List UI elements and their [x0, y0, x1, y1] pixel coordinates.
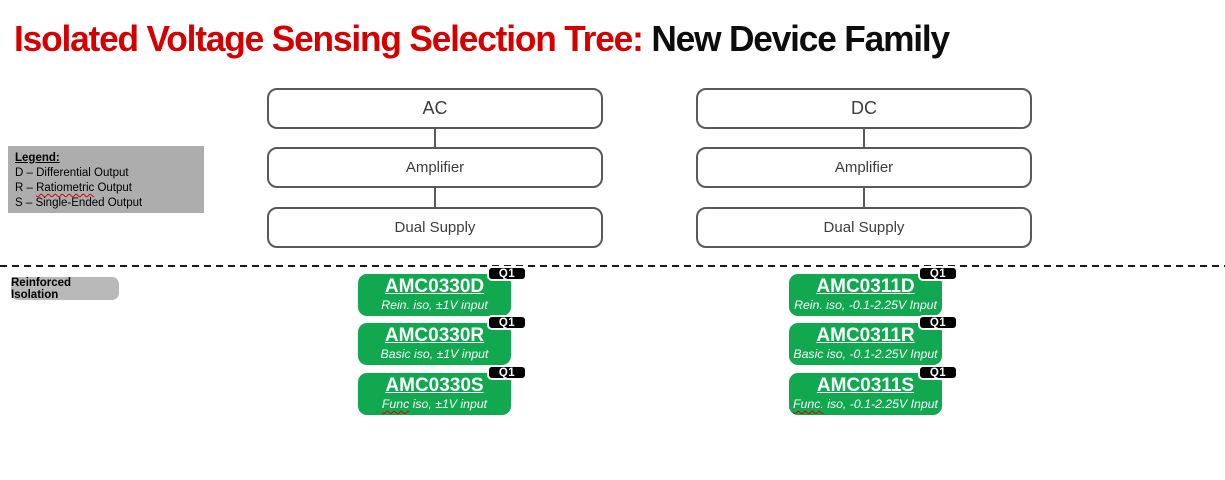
- reinforced-isolation-label: Reinforced Isolation: [11, 277, 119, 301]
- device-box: Q1 AMC0311S Func. iso, -0.1-2.25V Input: [789, 365, 958, 415]
- connector-line: [434, 188, 436, 207]
- flow-box-dc-dual-supply: Dual Supply: [696, 207, 1032, 248]
- device-box: Q1 AMC0330S Func iso, ±1V input: [358, 365, 527, 415]
- device-box: Q1 AMC0330R Basic iso, ±1V input: [358, 315, 527, 365]
- legend-item-differential: D – Differential Output: [15, 167, 129, 179]
- q1-badge: Q1: [918, 266, 958, 281]
- device-subtitle: Rein. iso, -0.1-2.25V Input: [794, 298, 937, 312]
- device-link-amc0330r[interactable]: AMC0330R: [384, 325, 485, 346]
- device-link-amc0330d[interactable]: AMC0330D: [384, 276, 485, 297]
- device-subtitle: Basic iso, -0.1-2.25V Input: [793, 347, 938, 361]
- connector-line: [863, 129, 865, 147]
- device-subtitle: Basic iso, ±1V input: [380, 347, 489, 361]
- legend-box: Legend: D – Differential Output R – Rati…: [8, 146, 204, 213]
- q1-badge: Q1: [487, 266, 527, 281]
- flow-box-ac-amplifier: Amplifier: [267, 147, 603, 188]
- reinforced-isolation-divider: [0, 265, 1225, 267]
- q1-badge: Q1: [918, 315, 958, 330]
- device-link-amc0311s[interactable]: AMC0311S: [816, 375, 915, 396]
- page-title-black: New Device Family: [651, 18, 950, 59]
- device-subtitle: Func iso, ±1V input: [381, 397, 488, 411]
- flow-box-ac-dual-supply: Dual Supply: [267, 207, 603, 248]
- legend-item-ratiometric: R – Ratiometric Output: [15, 182, 132, 194]
- device-box: Q1 AMC0330D Rein. iso, ±1V input: [358, 266, 527, 316]
- device-link-amc0330s[interactable]: AMC0330S: [385, 375, 484, 396]
- legend-item-single-ended: S – Single-Ended Output: [15, 197, 143, 209]
- connector-line: [434, 129, 436, 147]
- q1-badge: Q1: [487, 365, 527, 380]
- flow-box-ac: AC: [267, 88, 603, 129]
- q1-badge: Q1: [487, 315, 527, 330]
- connector-line: [863, 188, 865, 207]
- device-box: Q1 AMC0311R Basic iso, -0.1-2.25V Input: [789, 315, 958, 365]
- device-link-amc0311d[interactable]: AMC0311D: [816, 276, 915, 297]
- flow-box-dc-amplifier: Amplifier: [696, 147, 1032, 188]
- legend-heading: Legend:: [15, 152, 60, 164]
- device-subtitle: Rein. iso, ±1V input: [381, 298, 488, 312]
- page-title: Isolated Voltage Sensing Selection Tree:…: [14, 18, 950, 60]
- device-box: Q1 AMC0311D Rein. iso, -0.1-2.25V Input: [789, 266, 958, 316]
- device-subtitle: Func. iso, -0.1-2.25V Input: [793, 397, 938, 411]
- page-title-red: Isolated Voltage Sensing Selection Tree:: [14, 18, 652, 59]
- flow-box-dc: DC: [696, 88, 1032, 129]
- device-link-amc0311r[interactable]: AMC0311R: [816, 325, 915, 346]
- q1-badge: Q1: [918, 365, 958, 380]
